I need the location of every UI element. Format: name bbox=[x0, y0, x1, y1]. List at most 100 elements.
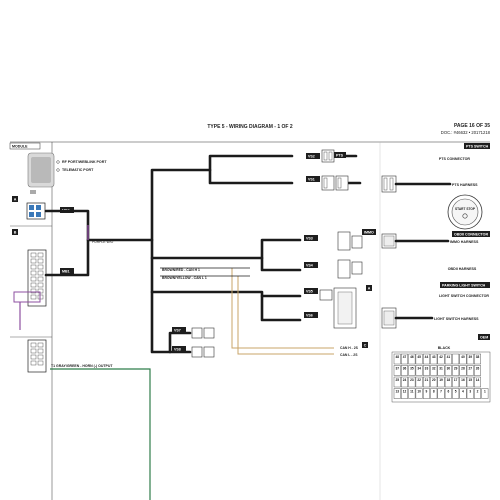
grid-cell-label: 25 bbox=[395, 378, 399, 382]
tag-vs4: VS4 bbox=[304, 262, 318, 268]
grid-cell bbox=[430, 388, 438, 399]
grid-cell bbox=[459, 353, 467, 365]
page-number: PAGE 16 OF 35 bbox=[454, 123, 490, 129]
light-switch-harness-label: LIGHT SWITCH HARNESS bbox=[434, 317, 479, 321]
grid-cell-label: 19 bbox=[439, 378, 443, 382]
section-oem: OEM bbox=[478, 334, 490, 340]
tag-pts-label: PTS bbox=[336, 154, 344, 158]
grid-cell bbox=[452, 376, 460, 388]
grid-cell-label: 8 bbox=[433, 390, 435, 394]
diagram-title: TYPE 5 - WIRING DIAGRAM - 1 OF 2 bbox=[207, 124, 293, 130]
grid-cell bbox=[393, 388, 401, 399]
grid-cell bbox=[423, 365, 430, 376]
section-module-label: MODULE bbox=[12, 145, 28, 149]
grid-cell-label: 12 bbox=[403, 390, 407, 394]
grid-cell-label: 13 bbox=[395, 390, 399, 394]
tag-vs1: VS1 bbox=[306, 176, 320, 182]
grid-cell-label: 40 bbox=[461, 355, 465, 359]
tag-vs5-label: VS5 bbox=[306, 290, 313, 294]
grid-cell bbox=[401, 388, 408, 399]
grid-cell bbox=[474, 353, 481, 365]
tag-vs7-label: VS7 bbox=[174, 329, 181, 333]
immo-harness-label: IMMO HARNESS bbox=[450, 240, 479, 244]
grid-cell bbox=[401, 353, 408, 365]
grid-cell bbox=[423, 376, 430, 388]
grid-cell-label: 15 bbox=[468, 378, 472, 382]
grid-cell-label: 4 bbox=[462, 390, 464, 394]
grid-cell bbox=[459, 388, 467, 399]
grid-cell-label: 27 bbox=[468, 367, 472, 371]
inline-connector-vs4 bbox=[337, 259, 363, 279]
inline-connector-vs2 bbox=[321, 149, 335, 163]
inline-connector-vs8 bbox=[191, 346, 215, 358]
purple-wire-label: PURPLE W/O bbox=[92, 240, 114, 244]
grid-cell bbox=[444, 376, 452, 388]
pts-harness-connector bbox=[381, 175, 397, 193]
module-connector-a bbox=[26, 202, 46, 220]
telematic-port-label: TELEMATIC PORT bbox=[62, 168, 94, 172]
grid-cell bbox=[415, 353, 423, 365]
grid-cell-label: 3 bbox=[469, 390, 471, 394]
grid-cell-label: 2 bbox=[477, 390, 479, 394]
tag-mb1: MB1 bbox=[60, 268, 74, 274]
pts-harness-label: PTS HARNESS bbox=[452, 183, 478, 187]
grid-cell bbox=[415, 376, 423, 388]
grid-cell-label: 30 bbox=[447, 367, 451, 371]
grid-cell bbox=[408, 388, 416, 399]
grid-cell-label: 42 bbox=[439, 355, 443, 359]
grid-cell bbox=[474, 365, 481, 376]
section-parking-light-switch-label: PARKING LIGHT SWITCH bbox=[442, 284, 486, 288]
grid-cell bbox=[466, 353, 474, 365]
grid-cell bbox=[459, 376, 467, 388]
grid-cell-label: 39 bbox=[468, 355, 472, 359]
grid-cell bbox=[474, 376, 481, 388]
grid-cell bbox=[415, 388, 423, 399]
obdii-harness-label: OBDII HARNESS bbox=[448, 267, 477, 271]
light-switch-connector-label: LIGHT SWITCH CONNECTOR bbox=[439, 294, 489, 298]
grid-cell-label: 16 bbox=[461, 378, 465, 382]
tag-vs6: VS6 bbox=[304, 312, 318, 318]
purple-highlight-box bbox=[13, 291, 41, 303]
grid-cell bbox=[401, 376, 408, 388]
horn-output-label: T1 GRAY/GREEN - HORN (-) OUTPUT bbox=[51, 364, 113, 368]
grid-cell bbox=[437, 365, 445, 376]
grid-cell bbox=[452, 365, 460, 376]
tag-vs2-label: VS2 bbox=[308, 155, 315, 159]
grid-cell-label: 33 bbox=[425, 367, 429, 371]
grid-cell-label: 43 bbox=[432, 355, 436, 359]
rf-port-pin bbox=[56, 160, 60, 164]
grid-cell-label: 26 bbox=[476, 367, 480, 371]
horn-output-wire bbox=[50, 368, 151, 500]
grid-cell-label: 9 bbox=[426, 390, 428, 394]
tag-vs7: VS7 bbox=[172, 327, 186, 333]
grid-cell bbox=[393, 353, 401, 365]
grid-cell bbox=[452, 353, 460, 365]
grid-cell-label: 31 bbox=[439, 367, 443, 371]
grid-cell bbox=[466, 365, 474, 376]
side-tag-b: B bbox=[12, 229, 18, 235]
grid-cell-label: 32 bbox=[432, 367, 436, 371]
grid-cell-label: 17 bbox=[454, 378, 458, 382]
side-tag-a: A bbox=[12, 196, 18, 202]
grid-cell-label: 14 bbox=[476, 378, 480, 382]
tag-vs2: VS2 bbox=[306, 153, 320, 159]
grid-cell bbox=[444, 388, 452, 399]
module-connector-b bbox=[27, 249, 47, 307]
can-l1-label: BROWN/YELLOW - CAN L 1 bbox=[162, 276, 207, 280]
grid-cell bbox=[408, 365, 416, 376]
grid-cell bbox=[423, 388, 430, 399]
inline-connector-vs3 bbox=[337, 231, 363, 251]
tag-pts: PTS bbox=[334, 152, 346, 158]
grid-cell bbox=[452, 388, 460, 399]
grid-cell-label: 37 bbox=[395, 367, 399, 371]
grid-cell-label: 11 bbox=[410, 390, 414, 394]
telematic-port-pin bbox=[56, 168, 60, 172]
tag-vs8-label: VS8 bbox=[174, 348, 181, 352]
section-immo: IMMO bbox=[362, 229, 376, 235]
section-pts-switch-label: PTS SWITCH bbox=[466, 145, 489, 149]
grid-cell-label: 24 bbox=[403, 378, 407, 382]
section-obdii: OBDII CONNECTOR bbox=[452, 231, 490, 237]
side-tag-c: C bbox=[362, 342, 368, 348]
can-l2-label: CAN L - 2S bbox=[340, 353, 358, 357]
